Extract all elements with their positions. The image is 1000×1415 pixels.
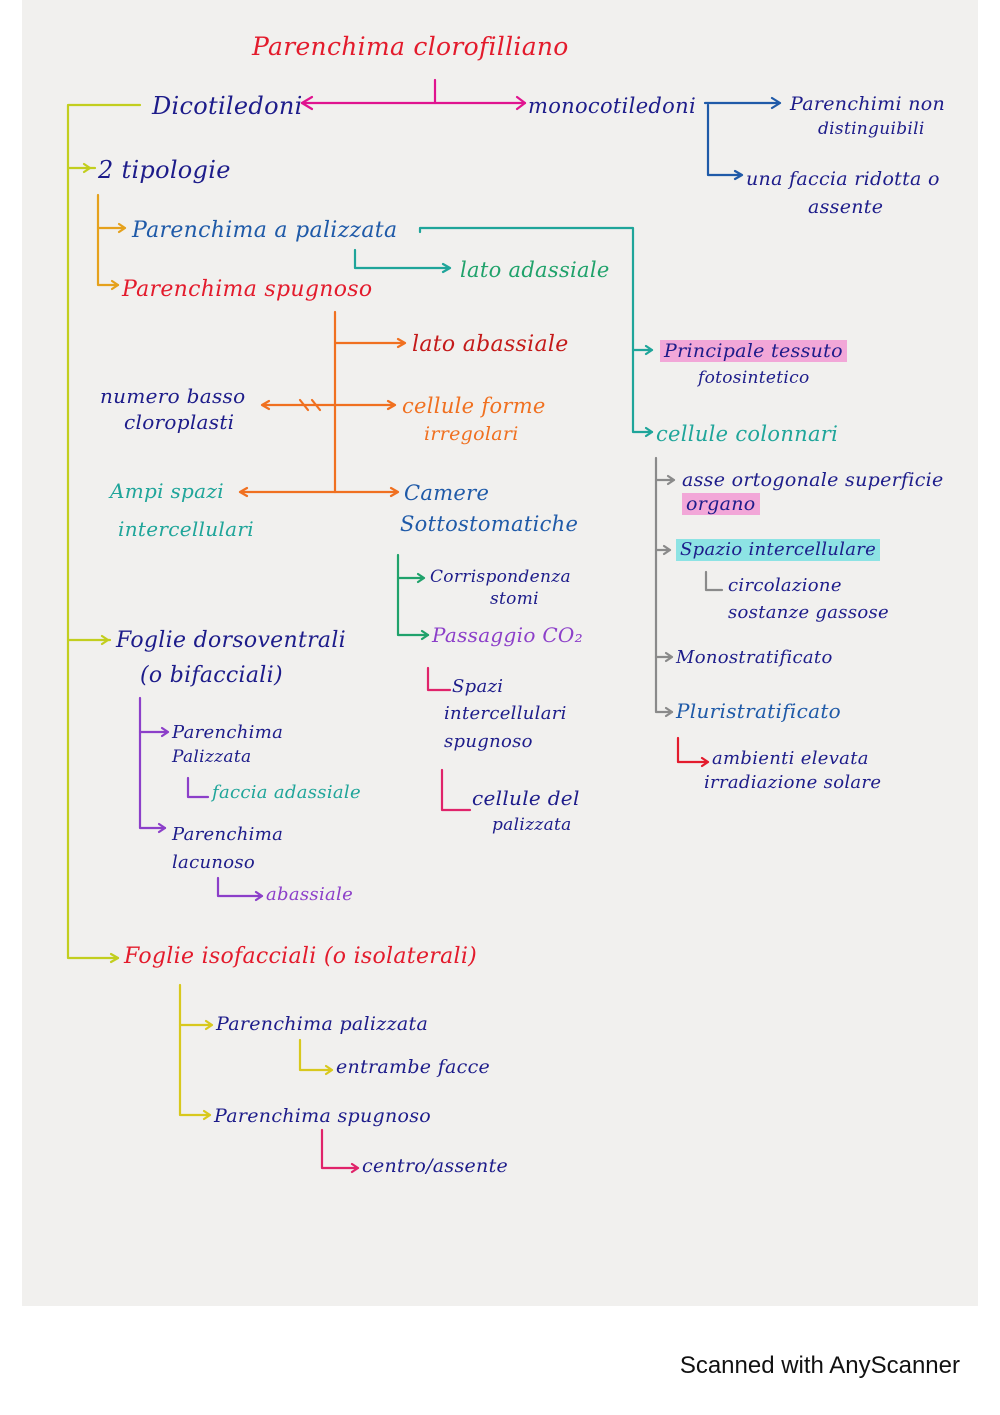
dorso-2: (o bifacciali): [140, 663, 283, 688]
organo-label: organo: [682, 493, 760, 515]
passaggio-label: Passaggio CO₂: [432, 623, 583, 647]
monocot-label: monocotiledoni: [528, 94, 696, 118]
ambienti-label: ambienti elevata: [712, 748, 869, 769]
dorso-pal-1: Parenchima: [172, 722, 284, 743]
monocot-assente: assente: [808, 196, 884, 218]
monocot-parenchimi: Parenchimi non: [790, 93, 946, 115]
spazi-2: intercellulari: [444, 703, 567, 724]
circolazione-label: circolazione: [728, 575, 842, 596]
tipologie-label: 2 tipologie: [98, 156, 231, 184]
tipologie-connectors: [96, 193, 127, 291]
ampi-1: Ampi spazi: [110, 479, 224, 503]
title-connectors: [300, 78, 527, 111]
palizzata-lato: lato adassiale: [460, 258, 610, 282]
cellule-1: cellule forme: [402, 394, 546, 418]
principale-highlight: Principale tessuto: [660, 340, 847, 362]
cellule-2: irregolari: [424, 423, 519, 445]
monocot-distinguibili: distinguibili: [818, 119, 925, 139]
paper-sheet: [22, 0, 978, 1306]
corrisp-2: stomi: [490, 589, 539, 609]
dorso-lac-2: lacunoso: [172, 852, 256, 873]
palizzata-connectors: [353, 226, 654, 438]
dorso-abass: abassiale: [266, 884, 354, 905]
iso-spu: Parenchima spugnoso: [214, 1105, 432, 1127]
scanner-watermark: Scanned with AnyScanner: [679, 1352, 960, 1379]
colonnari-label: cellule colonnari: [656, 422, 839, 446]
iso-label: Foglie isofacciali (o isolaterali): [124, 944, 478, 969]
dicot-label: Dicotiledoni: [152, 92, 303, 120]
iso-pal: Parenchima palizzata: [216, 1013, 429, 1035]
iso-centro: centro/assente: [362, 1155, 509, 1177]
dicot-trunk: [66, 103, 142, 964]
camere-connectors: [396, 553, 430, 641]
dorso-faccia: faccia adassiale: [212, 782, 361, 803]
asse-label: asse ortogonale superficie: [682, 469, 944, 491]
passaggio-connectors: [320, 666, 472, 1174]
spugnoso-lato: lato abassiale: [412, 332, 569, 357]
iso-entrambe: entrambe facce: [336, 1056, 491, 1078]
ampi-2: intercellulari: [118, 517, 254, 541]
spugnoso-connectors: [238, 310, 407, 498]
cellpal-2: palizzata: [492, 815, 572, 835]
map-title: Parenchima clorofilliano: [252, 32, 569, 61]
dorso-1: Foglie dorsoventrali: [116, 628, 347, 653]
camere-1: Camere: [404, 481, 490, 505]
pluri-label: Pluristratificato: [676, 699, 842, 723]
dorso-connectors: [138, 696, 264, 902]
pluri-connector: [676, 736, 710, 768]
spazio-label: Spazio intercellulare: [676, 539, 881, 561]
mono-label: Monostratificato: [676, 647, 833, 668]
camere-2: Sottostomatiche: [400, 512, 579, 536]
iso-connectors: [178, 983, 334, 1121]
dorso-pal-2: Palizzata: [172, 747, 252, 767]
colonnari-connectors: [654, 456, 724, 718]
monocot-connectors: [703, 96, 782, 181]
spugnoso-label: Parenchima spugnoso: [122, 277, 373, 302]
principale-1: Principale tessuto: [660, 340, 847, 362]
spazio-highlight: Spazio intercellulare: [676, 539, 881, 561]
numero-2: cloroplasti: [124, 410, 235, 434]
cellpal-1: cellule del: [472, 786, 580, 810]
corrisp-1: Corrispondenza: [430, 567, 571, 587]
irradiazione-label: irradiazione solare: [704, 772, 882, 793]
spazi-1: Spazi: [452, 676, 504, 697]
organo-highlight: organo: [682, 493, 760, 515]
sostanze-label: sostanze gassose: [728, 602, 889, 623]
numero-1: numero basso: [100, 384, 246, 408]
spazi-3: spugnoso: [444, 731, 533, 752]
principale-2: fotosintetico: [698, 368, 810, 388]
dorso-lac-1: Parenchima: [172, 824, 284, 845]
monocot-faccia: una faccia ridotta o: [746, 168, 940, 190]
palizzata-label: Parenchima a palizzata: [132, 218, 398, 243]
